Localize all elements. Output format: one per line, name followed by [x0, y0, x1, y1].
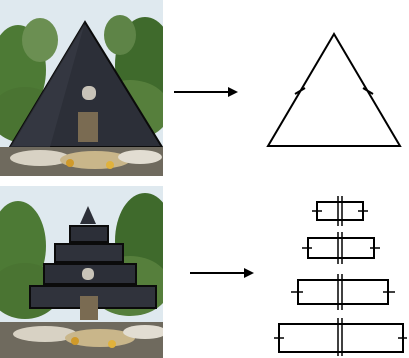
- pyramid-monument-photo: [0, 0, 163, 176]
- right-arrow-icon: [188, 265, 256, 281]
- stepped-pyramid-monument-photo: [0, 186, 163, 358]
- isosceles-triangle-shape: [262, 28, 406, 152]
- right-arrow-icon: [172, 84, 240, 100]
- stacked-rectangles-shape: [274, 190, 407, 356]
